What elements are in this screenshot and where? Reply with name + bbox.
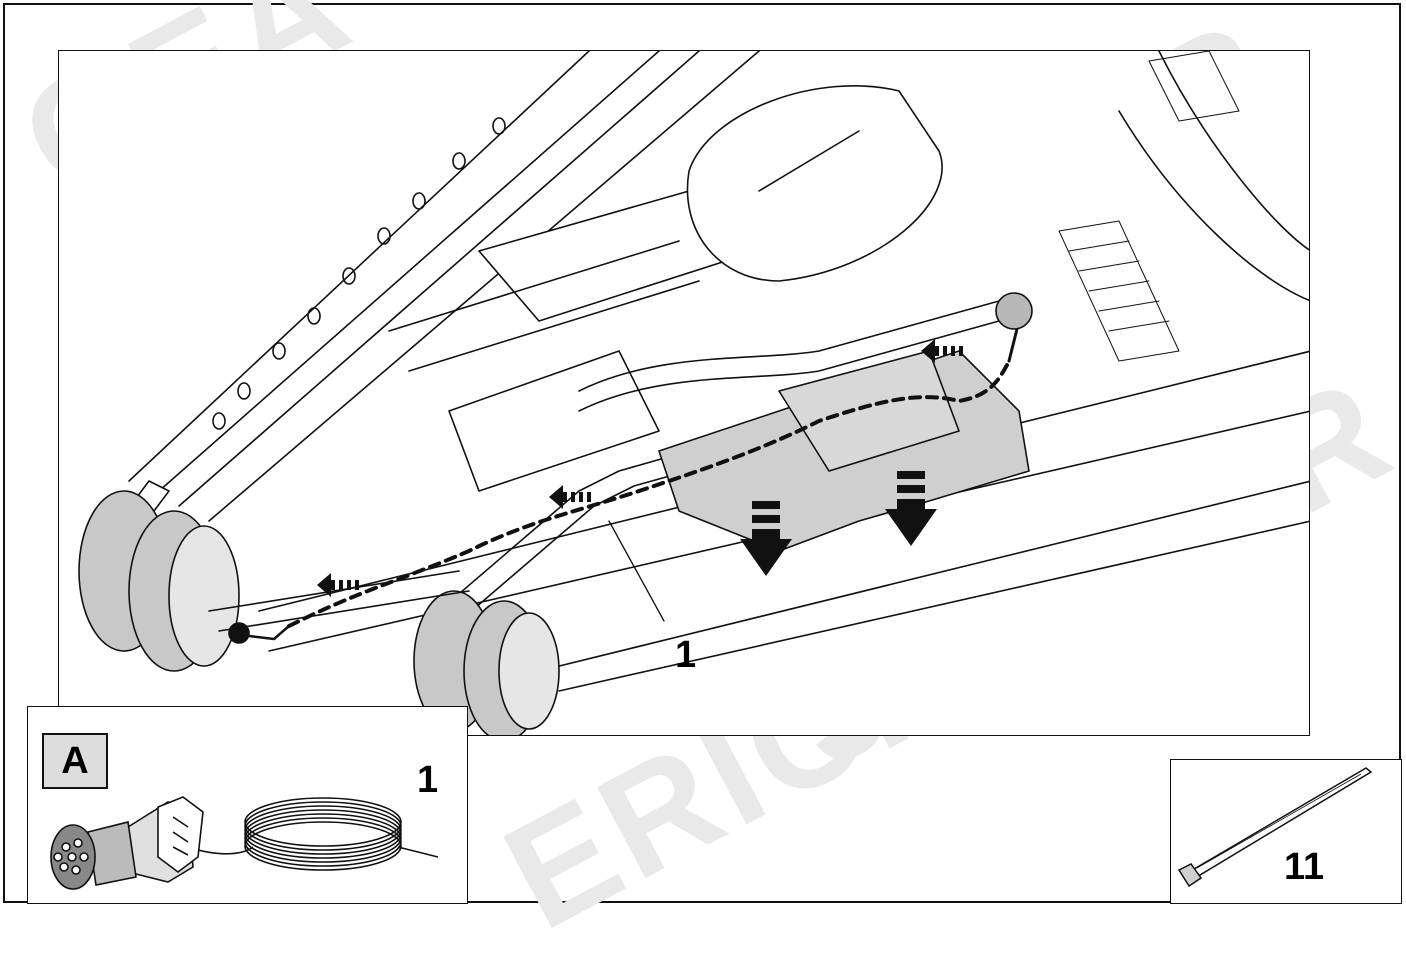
inset-b: 11 [1170, 759, 1402, 904]
routing-arrow-down-icon [885, 471, 937, 546]
routing-arrow-left-icon [317, 573, 359, 597]
callout-number: 1 [417, 759, 439, 801]
cable-coil-icon [244, 797, 402, 871]
routing-arrow-left-icon [921, 339, 963, 363]
inset-a: A 1 [27, 706, 468, 904]
routing-arrow-left-icon [549, 485, 591, 509]
socket-icon [50, 796, 204, 890]
grommet-icon [995, 292, 1033, 330]
exhaust-pipe [578, 300, 1000, 412]
cable-route [287, 359, 1011, 628]
underbody-drawing [78, 51, 1309, 735]
socket-connector-icon [228, 622, 250, 644]
callout-number: 11 [1284, 846, 1325, 888]
callout-number: 1 [675, 634, 697, 676]
wiring-harness-drawing [50, 796, 439, 890]
front-muffler [686, 84, 943, 282]
cable-tie-drawing [1177, 767, 1373, 888]
callout-leader [608, 520, 665, 622]
underbody-view: 1 [58, 50, 1310, 736]
sill-holes-icon [212, 117, 506, 430]
rear-wheel-right [413, 590, 560, 735]
rear-wheel-left [78, 490, 240, 672]
side-sill [128, 51, 760, 522]
routing-arrow-down-icon [740, 501, 792, 576]
inset-label: A [42, 733, 108, 789]
cable-tie-icon [1177, 767, 1373, 888]
